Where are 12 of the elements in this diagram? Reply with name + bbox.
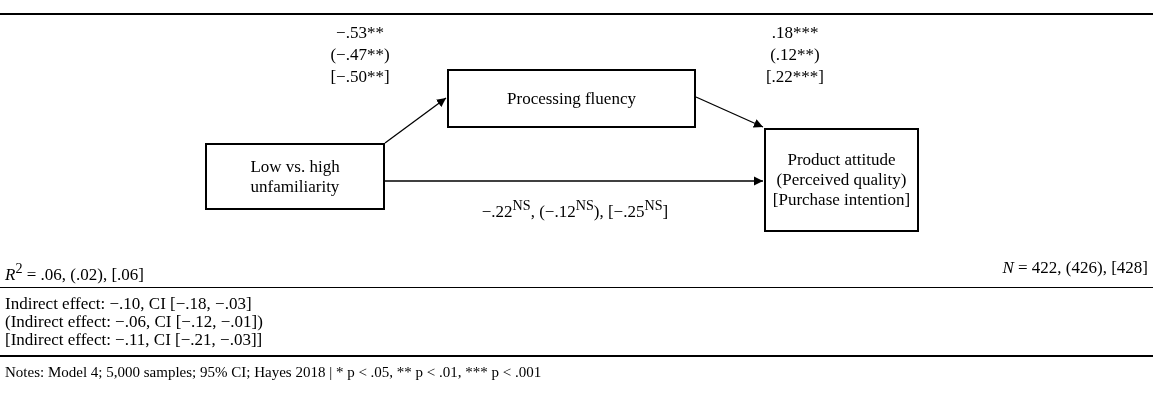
arrow <box>384 97 447 144</box>
indirect-effect-text: (Indirect effect: −.06, CI [−.12, −.01]) <box>5 312 263 332</box>
fit-statistic: R$^{2}$ = .06, (.02), [.06] <box>5 259 144 285</box>
variable-box: Product attitude (Perceived quality) [Purchase intention] <box>764 128 919 232</box>
notes-text: Notes: Model 4; 5,000 samples; 95% CI; Hayes 2018 | * p < .05, ** p < .01, *** p < .001 <box>5 363 542 382</box>
arrow <box>695 96 764 128</box>
indirect-effect-text: [Indirect effect: −.11, CI [−.21, −.03]] <box>5 330 263 350</box>
arrow <box>384 176 764 186</box>
sample-size: N = 422, (426), [428] <box>1002 258 1148 278</box>
variable-box: Low vs. high unfamiliarity <box>205 143 385 210</box>
indirect-effect-text: Indirect effect: −.10, CI [−.18, −.03] <box>5 294 252 314</box>
variable-box: Processing fluency <box>447 69 696 128</box>
